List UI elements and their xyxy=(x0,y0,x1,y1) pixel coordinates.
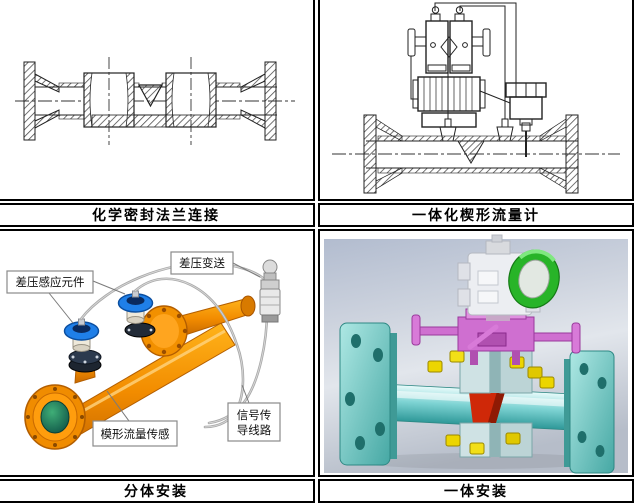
wedge-element xyxy=(457,140,485,164)
caption-text: 一体安装 xyxy=(444,484,508,500)
panel-split-install: 差压变送 差压感应元件 模形流量传感 信号传 导线路 xyxy=(0,229,315,477)
transmitter-cell xyxy=(417,76,481,112)
panel-integrated-drawing xyxy=(318,0,634,201)
equalizing-valve-diamond xyxy=(440,36,458,58)
callout-flow-sensor-label: 模形流量传感 xyxy=(101,427,170,441)
callout-transmitter-label: 差压变送 xyxy=(179,256,225,270)
panel-flange-drawing xyxy=(0,0,315,201)
diaphragm-seal-lower xyxy=(63,318,100,352)
pipe-assembly xyxy=(374,383,586,432)
caption-split-install: 分体安装 xyxy=(0,479,315,503)
left-flange xyxy=(23,61,36,141)
flange-connection-drawing xyxy=(15,57,295,145)
split-installation-illustration: 差压变送 差压感应元件 模形流量传感 信号传 导线路 xyxy=(6,251,281,450)
caption-text: 化学密封法兰连接 xyxy=(92,208,220,224)
integrated-flowmeter-drawing xyxy=(332,2,620,194)
caption-integrated-install: 一体安装 xyxy=(318,479,634,503)
caption-flange-connection: 化学密封法兰连接 xyxy=(0,203,315,227)
right-flange-3d xyxy=(564,350,615,474)
dp-transmitter xyxy=(259,259,281,323)
callout-signal-line xyxy=(227,402,281,442)
caption-text: 分体安装 xyxy=(124,484,188,500)
callout-sensing-element-label: 差压感应元件 xyxy=(16,275,85,289)
wedge-element xyxy=(137,84,164,108)
callout-sensing-element xyxy=(6,270,94,294)
caption-text: 一体化楔形流量计 xyxy=(412,208,540,224)
callout-signal-line-label-2: 导线路 xyxy=(237,423,272,437)
callout-transmitter xyxy=(170,251,234,275)
panel-integrated-install xyxy=(318,229,634,477)
integrated-installation-render xyxy=(324,234,628,474)
left-flange-3d xyxy=(339,322,397,466)
right-flange xyxy=(264,61,277,141)
callout-flow-sensor xyxy=(92,420,178,447)
diaphragm-seal-upper xyxy=(117,290,154,324)
center-clamp-blocks xyxy=(459,350,533,458)
caption-integrated-flowmeter: 一体化楔形流量计 xyxy=(318,203,634,227)
display-ring-green xyxy=(508,249,560,309)
right-flange xyxy=(565,114,579,194)
left-flange xyxy=(363,114,377,194)
callout-signal-line-label-1: 信号传 xyxy=(237,408,272,422)
